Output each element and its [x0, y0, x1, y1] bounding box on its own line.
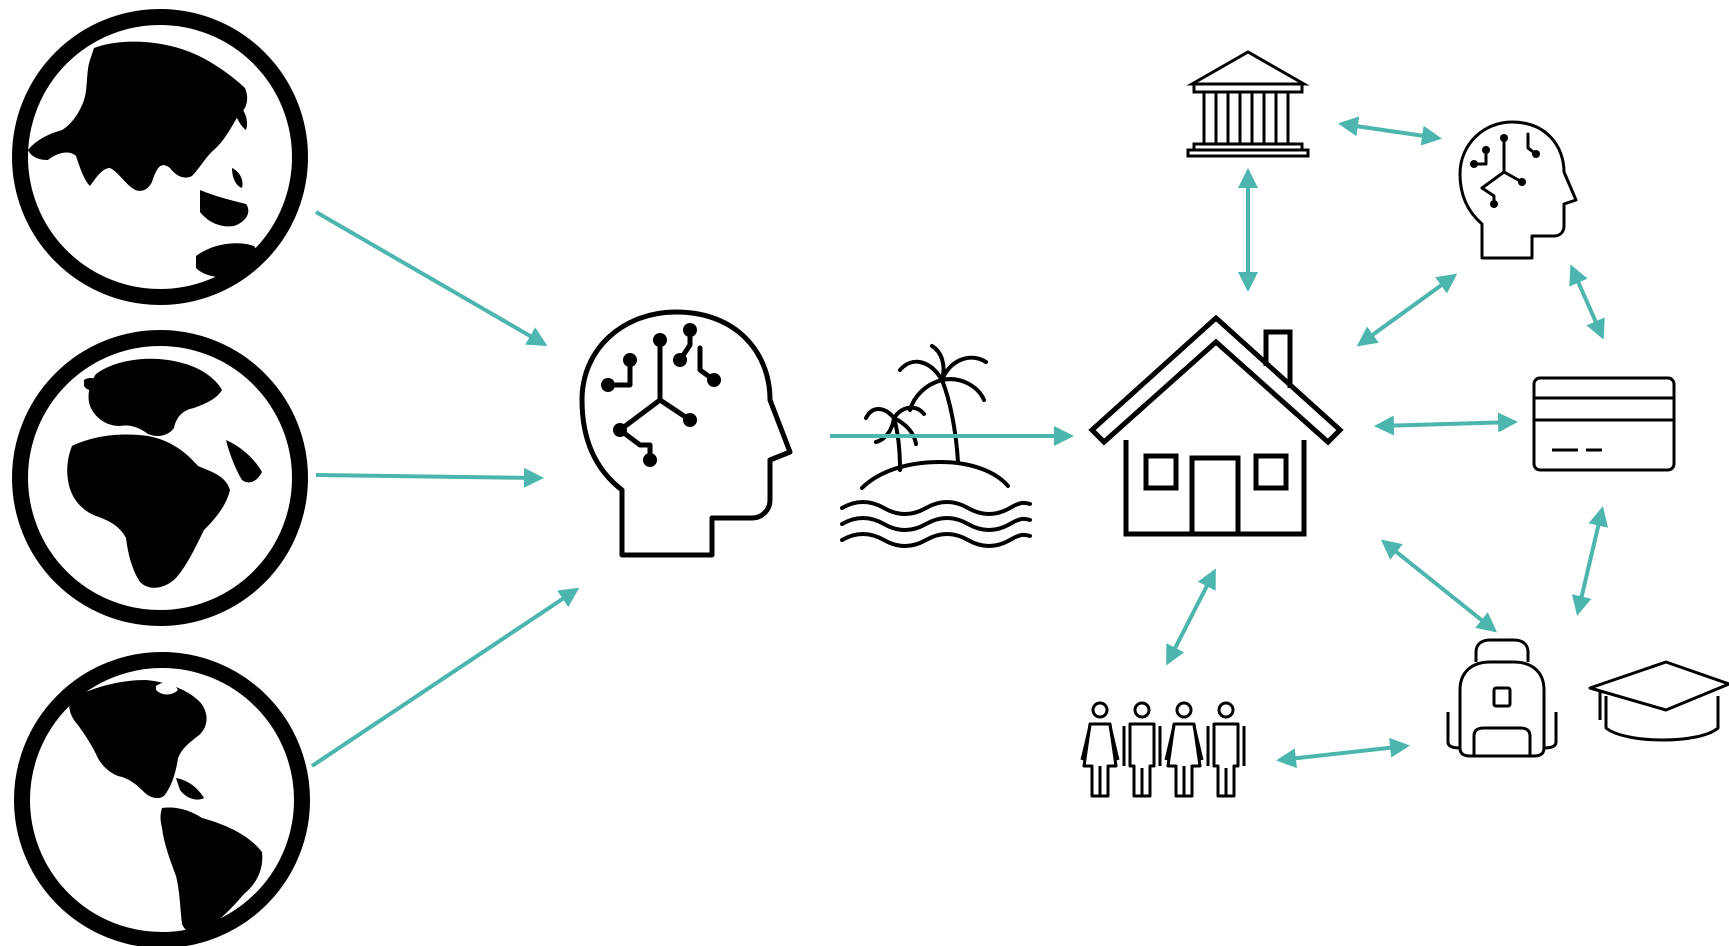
arrow-home-family [1166, 568, 1216, 666]
arrow-bank-ai-small [1338, 116, 1442, 146]
credit-card-icon [1532, 376, 1676, 472]
arrow-globe3-to-ai [310, 587, 580, 768]
graduation-cap-icon [1588, 660, 1729, 742]
arrow-ai-small-home [1356, 273, 1458, 347]
arrow-ai-small-card [1569, 264, 1605, 340]
arrow-globe1-to-ai [314, 210, 548, 347]
arrows [310, 116, 1609, 769]
family-icon [1080, 701, 1246, 798]
arrow-family-backpack [1276, 737, 1410, 769]
arrow-home-card [1374, 412, 1518, 436]
globe-asia-oceania-icon [12, 9, 308, 305]
globe-europe-africa-icon [12, 330, 308, 626]
island-icon [840, 344, 1032, 548]
arrow-home-backpack [1380, 539, 1498, 633]
globe-americas-icon [14, 652, 310, 946]
backpack-icon [1446, 638, 1558, 758]
ai-head-icon [579, 309, 793, 558]
house-icon [1088, 314, 1344, 537]
arrow-card-backpack [1571, 506, 1609, 616]
arrow-globe2-to-ai [315, 467, 544, 488]
ai-head-small-icon [1458, 120, 1578, 260]
ai-head-small-circuit-nodes [1470, 134, 1540, 208]
ai-head-circuit-nodes [601, 323, 721, 467]
bank-icon [1186, 50, 1310, 158]
